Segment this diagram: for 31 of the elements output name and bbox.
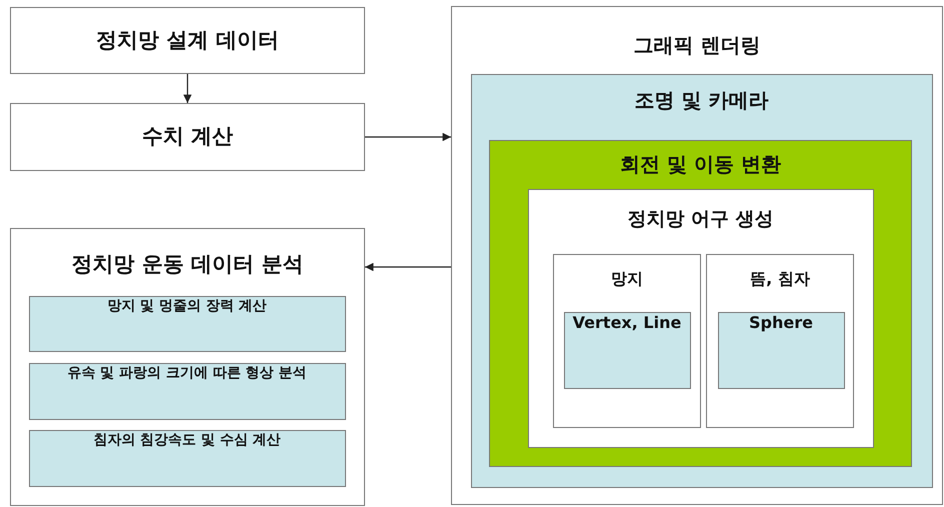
group-panel xyxy=(706,254,854,428)
group-panel xyxy=(553,254,701,428)
label: 망지 및 멍줄의 장력 계산 xyxy=(106,296,268,315)
label: 유속 및 파랑의 크기에 따른 형상 분석 xyxy=(66,364,308,382)
task-box xyxy=(28,296,346,352)
arrow xyxy=(365,262,451,272)
heading: 정치망 운동 데이터 분석 xyxy=(70,251,304,278)
label: 정치망 설계 데이터 xyxy=(96,26,279,54)
group-panel xyxy=(489,140,912,467)
label: Vertex, Line xyxy=(572,312,682,334)
heading: 그래픽 렌더링 xyxy=(632,32,762,58)
flow-box xyxy=(10,103,365,171)
arrow xyxy=(365,132,451,142)
heading: 회전 및 이동 변환 xyxy=(619,151,782,177)
heading: 뜸, 침자 xyxy=(749,269,811,290)
group-panel xyxy=(10,228,365,506)
heading: 망지 xyxy=(610,269,644,290)
label: 침자의 침강속도 및 수심 계산 xyxy=(92,430,282,449)
process-box xyxy=(564,312,690,388)
label: 수치 계산 xyxy=(142,123,234,150)
label: Sphere xyxy=(748,312,814,334)
heading: 조명 및 카메라 xyxy=(634,86,770,112)
task-box xyxy=(28,362,346,420)
process-box xyxy=(718,312,844,388)
arrow xyxy=(183,74,192,103)
heading: 정치망 어구 생성 xyxy=(626,206,775,232)
group-panel xyxy=(451,6,943,505)
group-panel xyxy=(470,74,932,488)
task-box xyxy=(28,430,346,486)
flow-box xyxy=(10,7,365,74)
group-panel xyxy=(528,188,874,448)
